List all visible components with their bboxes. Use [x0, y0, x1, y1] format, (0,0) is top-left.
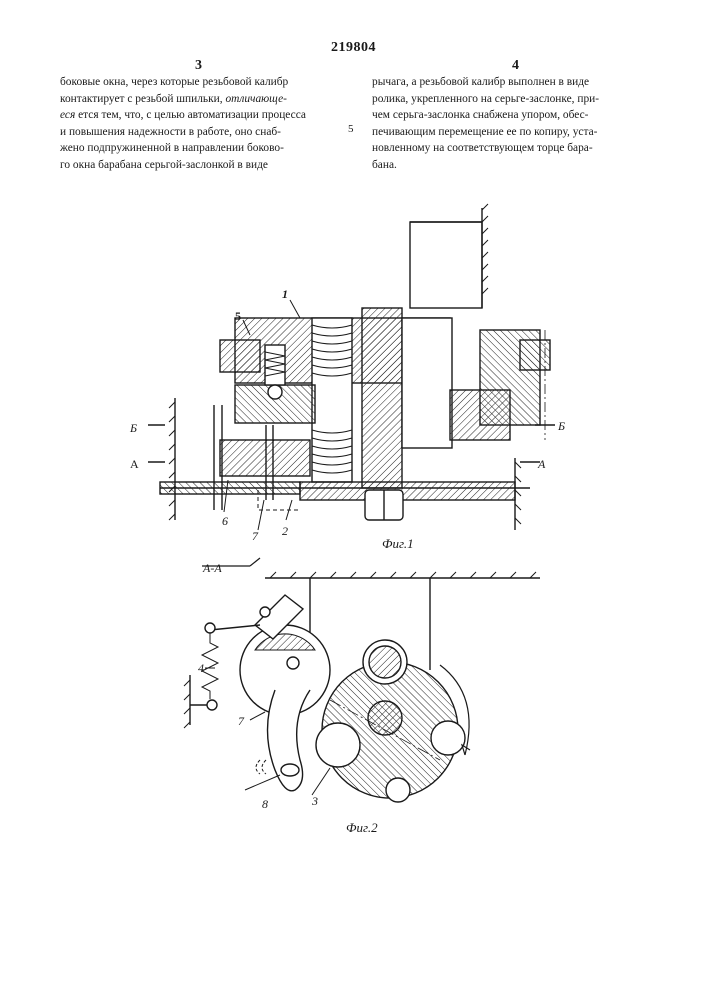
label-section-a-right: А [537, 457, 546, 471]
label-part-8: 8 [262, 797, 268, 811]
label-part-3: 3 [311, 794, 318, 808]
figure-2-caption: Фиг.2 [346, 820, 378, 836]
figure-1-caption: Фиг.1 [382, 536, 414, 552]
label-part-7: 7 [252, 529, 259, 543]
label-part-7-fig2: 7 [238, 714, 245, 728]
label-part-1: 1 [282, 287, 288, 301]
label-part-2: 2 [282, 524, 288, 538]
spindle [362, 308, 402, 488]
label-section-a-left: А [130, 457, 139, 471]
label-section-a-a: А-А [202, 561, 222, 575]
label-part-6: 6 [222, 514, 228, 528]
label-section-b-left: Б [129, 421, 137, 435]
label-section-b-right: Б [557, 419, 565, 433]
label-part-5: 5 [235, 309, 241, 323]
label-part-4: 4 [198, 661, 204, 675]
upper-shaft [410, 222, 482, 308]
